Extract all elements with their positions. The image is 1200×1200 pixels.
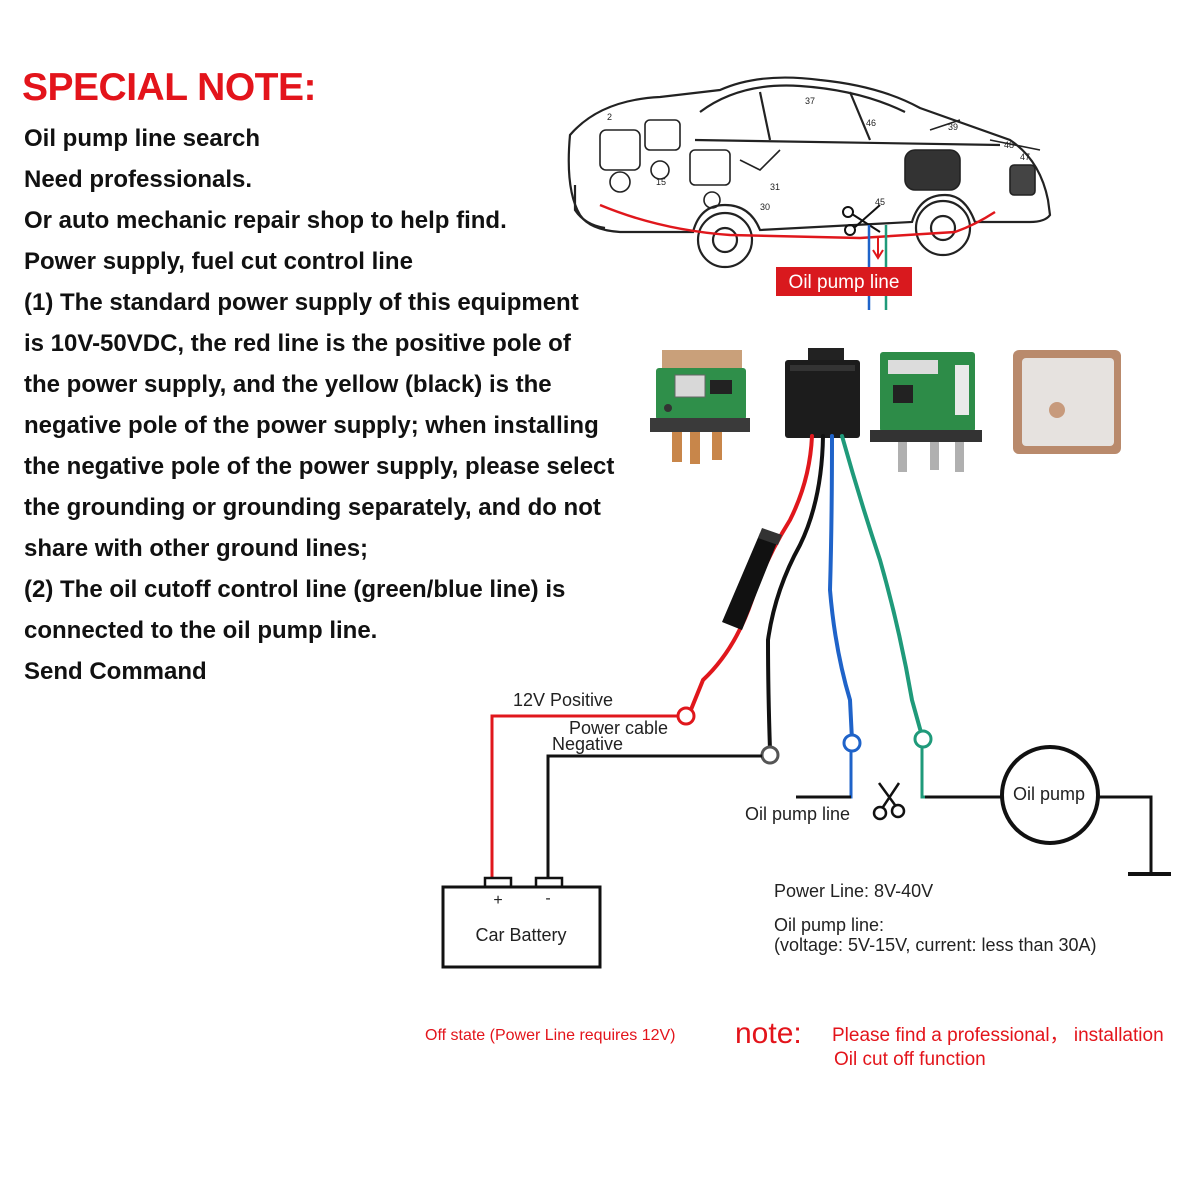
note-line: negative pole of the power supply; when … <box>24 412 599 439</box>
svg-text:2: 2 <box>607 112 612 122</box>
oil-pump-line-label: Oil pump line <box>745 804 850 824</box>
down-arrow-icon <box>872 236 884 260</box>
negative-label: Negative <box>552 734 623 754</box>
note-line-2: Oil cut off function <box>834 1049 986 1070</box>
oil-pump-tag <box>776 267 912 296</box>
inline-fuse-holder <box>722 528 782 630</box>
scissors-icon <box>842 204 881 236</box>
note-line: (2) The oil cutoff control line (green/b… <box>24 576 566 603</box>
ring-terminal-positive <box>676 706 696 726</box>
note-line: the power supply, and the yellow (black)… <box>24 371 552 398</box>
ring-terminal-blue <box>842 733 862 753</box>
positive-label: 12V Positive <box>513 690 613 710</box>
special-note-title: SPECIAL NOTE: <box>22 66 316 109</box>
relay-module-pcb-left <box>650 350 750 464</box>
power-cable-label: Power cable <box>569 718 668 738</box>
svg-text:48: 48 <box>1004 140 1014 150</box>
positive-wire <box>490 714 678 880</box>
oil-pump-tag-label: Oil pump line <box>789 272 900 293</box>
oil-pump <box>1000 745 1100 845</box>
svg-text:31: 31 <box>770 182 780 192</box>
note-line: Oil pump line search <box>24 125 261 152</box>
ring-terminal-green <box>913 729 933 749</box>
cut-scissors-icon <box>872 782 906 821</box>
relay-wires <box>688 434 924 752</box>
relay-module-pcb-right <box>870 352 982 472</box>
note-line: is 10V-50VDC, the red line is the positi… <box>24 330 571 357</box>
battery-plus: + <box>493 892 502 909</box>
spec-oil-pump-detail: (voltage: 5V-15V, current: less than 30A… <box>774 935 1097 955</box>
oil-pump-label: Oil pump <box>1013 784 1085 804</box>
blue-oil-line <box>796 751 853 799</box>
note-line: connected to the oil pump line. <box>24 617 378 644</box>
svg-text:30: 30 <box>760 202 770 212</box>
note-line: Power supply, fuel cut control line <box>24 248 413 275</box>
battery-minus: - <box>545 890 550 907</box>
note-line: the grounding or grounding separately, a… <box>24 494 601 521</box>
svg-text:45: 45 <box>875 197 885 207</box>
svg-text:39: 39 <box>948 122 958 132</box>
svg-text:47: 47 <box>1020 152 1030 162</box>
note-line: (1) The standard power supply of this eq… <box>24 289 579 316</box>
ring-terminal-negative <box>760 745 780 765</box>
svg-text:46: 46 <box>866 118 876 128</box>
note-line: Or auto mechanic repair shop to help fin… <box>24 207 507 234</box>
negative-wire <box>546 754 762 880</box>
svg-text:15: 15 <box>656 177 666 187</box>
note-line: Send Command <box>24 658 207 685</box>
spec-power-line: Power Line: 8V-40V <box>774 881 933 901</box>
note-line: share with other ground lines; <box>24 535 369 562</box>
note-word: note: <box>735 1017 802 1050</box>
note-line: Need professionals. <box>24 166 253 193</box>
svg-text:37: 37 <box>805 96 815 106</box>
spec-oil-pump-line: Oil pump line: <box>774 915 884 935</box>
gps-antenna <box>1013 350 1121 454</box>
battery-label: Car Battery <box>475 925 566 945</box>
green-oil-line <box>920 747 1004 799</box>
note-line-1: Please find a professional， installation <box>832 1025 1164 1046</box>
instruction-notes: Oil pump line search Need professionals.… <box>24 118 644 692</box>
off-state-note: Off state (Power Line requires 12V) <box>425 1027 676 1044</box>
relay-module-main <box>785 348 860 438</box>
car-fuel-line <box>599 203 996 240</box>
ground-wire <box>1097 795 1153 874</box>
car-battery <box>441 876 602 969</box>
note-line: the negative pole of the power supply, p… <box>24 453 615 480</box>
